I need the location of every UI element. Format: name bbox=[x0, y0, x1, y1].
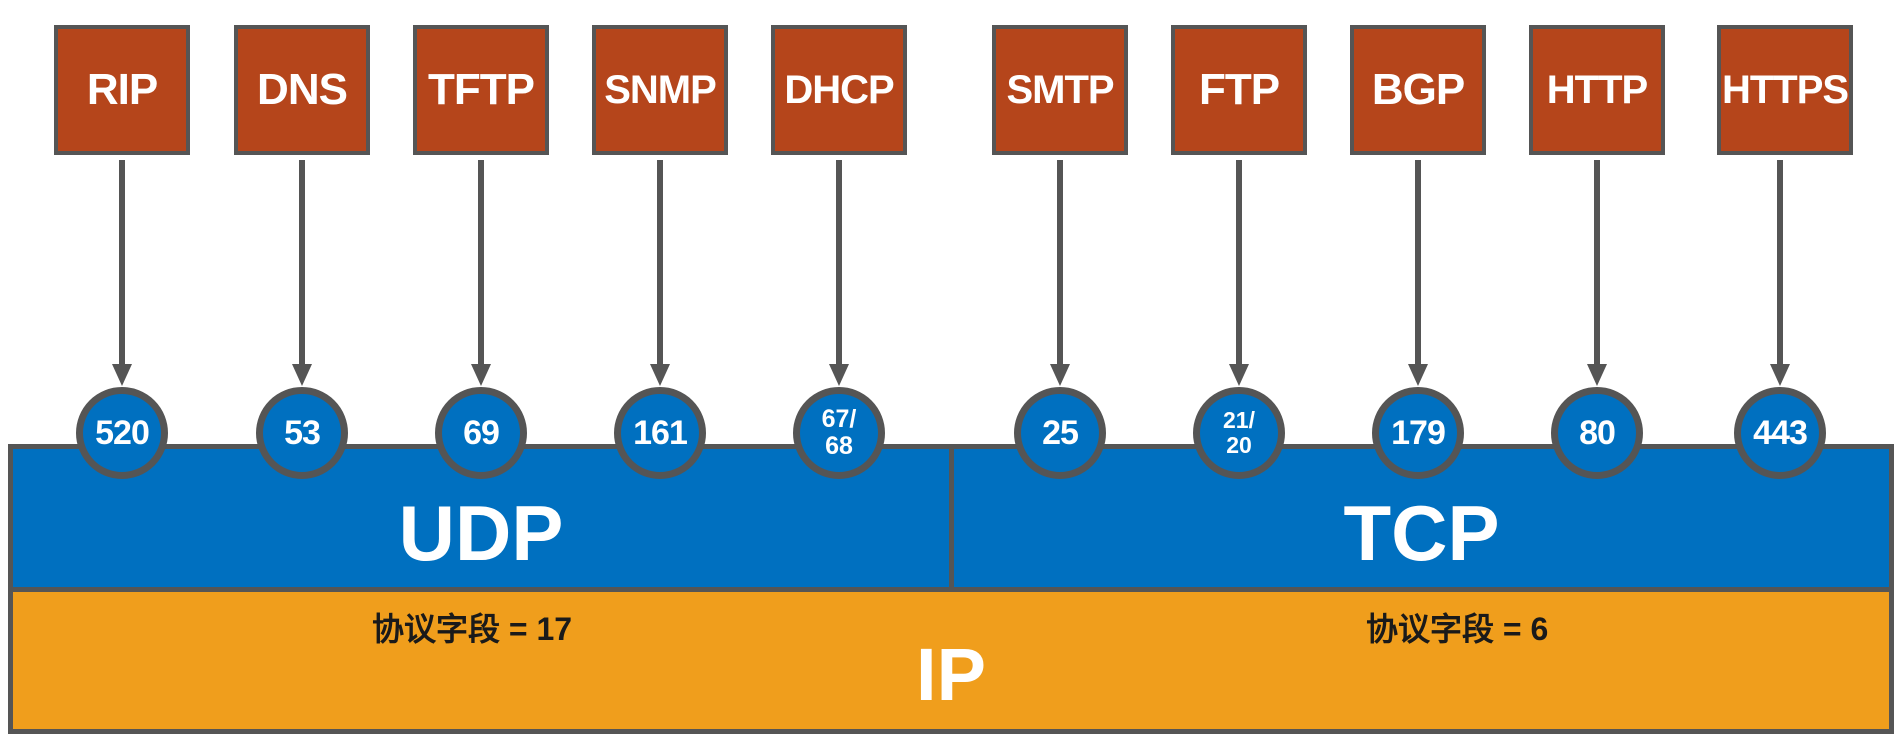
udp-protocol-field: 协议字段 = 17 bbox=[372, 611, 573, 647]
app-protocol-label: SNMP bbox=[604, 67, 717, 112]
port-bgp: 179 bbox=[1372, 387, 1464, 479]
port-number: 69 bbox=[463, 413, 500, 452]
app-protocol-label: HTTPS bbox=[1721, 67, 1849, 112]
arrow-down-icon bbox=[1587, 160, 1607, 386]
app-protocol-dns: DNS bbox=[234, 25, 370, 155]
app-protocol-https: HTTPS bbox=[1717, 25, 1853, 155]
app-protocol-label: RIP bbox=[86, 65, 158, 114]
port-number-line: 67/ bbox=[821, 404, 857, 433]
arrow-down-icon bbox=[292, 160, 312, 386]
arrow-down-icon bbox=[1229, 160, 1249, 386]
port-http: 80 bbox=[1551, 387, 1643, 479]
port-number-line: 20 bbox=[1226, 432, 1252, 458]
port-number-line: 21/ bbox=[1223, 406, 1255, 433]
port-number: 80 bbox=[1579, 413, 1616, 452]
app-protocol-bgp: BGP bbox=[1350, 25, 1486, 155]
port-dns: 53 bbox=[256, 387, 348, 479]
app-protocol-dhcp: DHCP bbox=[771, 25, 907, 155]
arrow-down-icon bbox=[471, 160, 491, 386]
port-number: 520 bbox=[95, 413, 150, 452]
app-protocol-label: DHCP bbox=[784, 67, 894, 112]
ip-layer: 协议字段 = 17 协议字段 = 6 IP bbox=[8, 587, 1894, 734]
app-protocol-label: DNS bbox=[257, 65, 348, 114]
port-https: 443 bbox=[1734, 387, 1826, 479]
app-protocol-http: HTTP bbox=[1529, 25, 1665, 155]
port-number: 179 bbox=[1391, 413, 1446, 452]
port-snmp: 161 bbox=[614, 387, 706, 479]
arrow-down-icon bbox=[650, 160, 670, 386]
app-protocol-tftp: TFTP bbox=[413, 25, 549, 155]
app-protocol-label: HTTP bbox=[1546, 67, 1648, 112]
port-number: 161 bbox=[633, 413, 688, 452]
tcp-protocol-field: 协议字段 = 6 bbox=[1366, 611, 1549, 647]
arrow-down-icon bbox=[112, 160, 132, 386]
port-dhcp: 67/ 68 bbox=[793, 387, 885, 479]
ip-label: IP bbox=[916, 633, 986, 716]
port-tftp: 69 bbox=[435, 387, 527, 479]
app-protocol-label: FTP bbox=[1198, 65, 1280, 114]
tcp-label: TCP bbox=[1343, 488, 1500, 577]
port-number: 25 bbox=[1042, 413, 1079, 452]
app-protocol-ftp: FTP bbox=[1171, 25, 1307, 155]
port-rip: 520 bbox=[76, 387, 168, 479]
port-number-line: 68 bbox=[825, 432, 853, 460]
port-number: 443 bbox=[1753, 413, 1808, 452]
app-protocol-snmp: SNMP bbox=[592, 25, 728, 155]
tcp-layer: TCP bbox=[949, 444, 1894, 592]
arrow-down-icon bbox=[1050, 160, 1070, 386]
app-protocol-label: SMTP bbox=[1006, 67, 1114, 112]
arrow-down-icon bbox=[829, 160, 849, 386]
udp-label: UDP bbox=[398, 488, 564, 577]
app-protocol-rip: RIP bbox=[54, 25, 190, 155]
port-smtp: 25 bbox=[1014, 387, 1106, 479]
app-protocol-label: TFTP bbox=[428, 65, 535, 114]
port-number: 53 bbox=[284, 413, 321, 452]
port-ftp: 21/ 20 bbox=[1193, 387, 1285, 479]
app-protocol-label: BGP bbox=[1371, 65, 1465, 114]
arrow-down-icon bbox=[1770, 160, 1790, 386]
app-protocol-smtp: SMTP bbox=[992, 25, 1128, 155]
arrow-down-icon bbox=[1408, 160, 1428, 386]
